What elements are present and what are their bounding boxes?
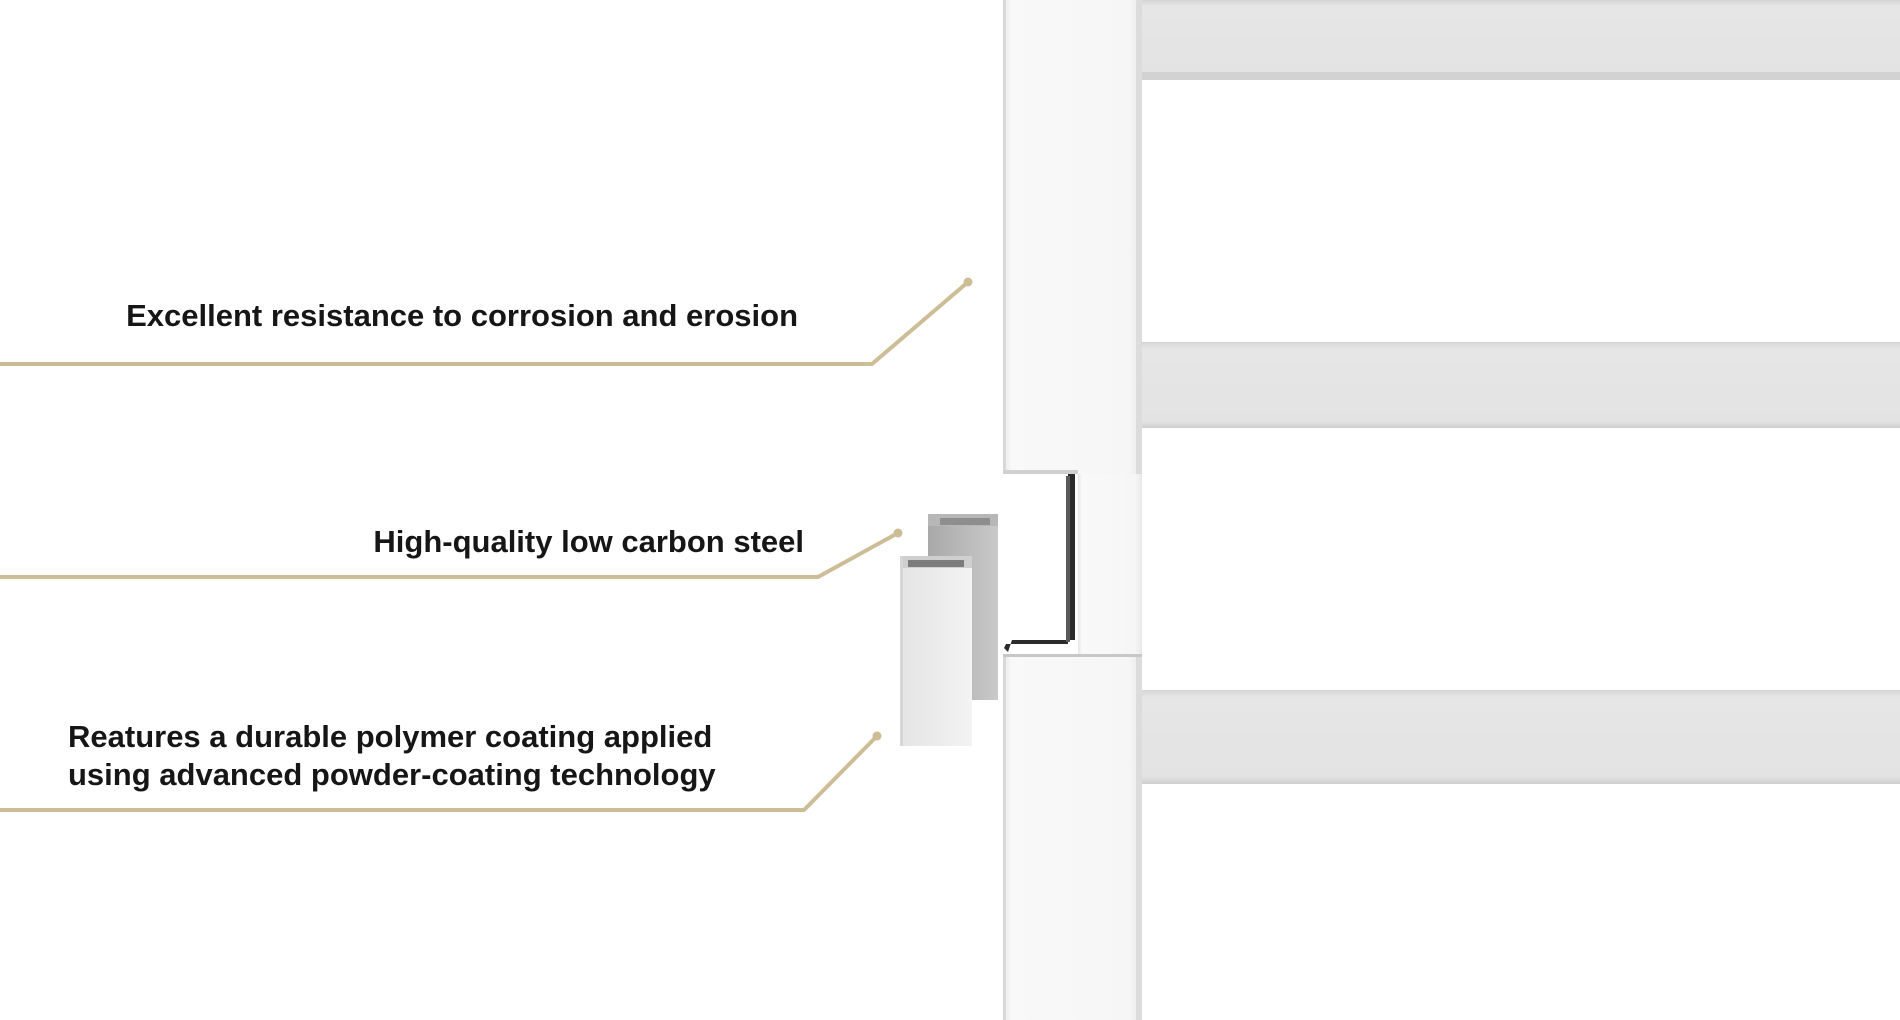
- leader-line-steel: [0, 528, 903, 579]
- leader-line-coating: [0, 731, 882, 812]
- callout-corrosion-resistance: Excellent resistance to corrosion and er…: [126, 298, 798, 333]
- connector-front-channel: [900, 556, 972, 746]
- top-rail: [1140, 0, 1900, 80]
- callout-polymer-coating: Reatures a durable polymer coating appli…: [68, 719, 716, 792]
- upper-post: [1003, 0, 1142, 474]
- leader-line-corrosion: [0, 277, 973, 366]
- lower-post: [1003, 654, 1142, 1020]
- post-cut-edge: [1066, 476, 1070, 642]
- bottom-rail: [1140, 690, 1900, 784]
- callout-low-carbon-steel: High-quality low carbon steel: [373, 524, 804, 559]
- post-cut-profile: [1004, 474, 1075, 652]
- middle-rail: [1140, 342, 1900, 428]
- post-inner-strip: [1078, 474, 1142, 654]
